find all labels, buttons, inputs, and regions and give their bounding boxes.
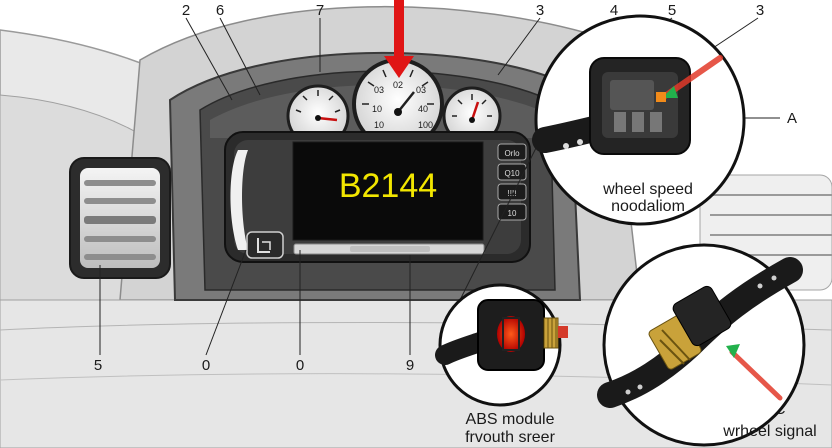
callout-number: 0	[296, 357, 304, 374]
callout-number: 0	[202, 357, 210, 374]
abs-caption-line2: frvouth sreer	[465, 429, 555, 446]
center-display: B2144	[224, 131, 531, 263]
abs-warning-light	[497, 316, 525, 352]
callout-number: 4	[610, 2, 618, 19]
side-button[interactable]: Orlo	[497, 143, 527, 161]
display-side-buttons: Orlo Q10 !!!! 10	[497, 143, 527, 221]
callout-number: 3	[536, 2, 544, 19]
callout-number: 2	[182, 2, 190, 19]
callout-letter: A	[787, 110, 797, 127]
green-arrow	[726, 344, 740, 358]
dtc-code: B2144	[339, 167, 437, 205]
tachometer-needle	[317, 116, 338, 122]
side-button[interactable]: !!!!	[497, 183, 527, 201]
left-air-vent	[69, 157, 171, 279]
speedo-tick-label: 100	[418, 120, 433, 130]
callout-number: 5	[94, 357, 102, 374]
side-button-label: Q10	[504, 169, 520, 178]
signal-detail-circle: wrheel signal	[597, 243, 817, 447]
speedo-tick-label: 10	[372, 104, 382, 114]
display-screen	[292, 141, 484, 241]
red-down-arrow	[384, 0, 414, 78]
home-button[interactable]	[246, 231, 284, 259]
callout-number: 6	[216, 2, 224, 19]
speedo-tick-label: 40	[418, 104, 428, 114]
side-button-label: Orlo	[504, 149, 520, 158]
abs-caption-line1: ABS module	[466, 411, 555, 428]
side-button[interactable]: Q10	[497, 163, 527, 181]
side-button-label: 10	[508, 209, 517, 218]
callout-number: 3	[756, 2, 764, 19]
abs-connector	[543, 317, 568, 349]
callout-number: 5	[668, 2, 676, 19]
signal-connector	[648, 285, 732, 370]
sensor-detail-circle: wheel speed noodaliom	[532, 14, 746, 226]
speedo-tick-label: 10	[374, 120, 384, 130]
return-icon	[257, 238, 270, 253]
callout-number: 9	[406, 357, 414, 374]
abs-detail-circle: ABS module frvouth sreer	[435, 283, 568, 446]
speedo-tick-label: 03	[374, 85, 384, 95]
callout-number: 7	[316, 2, 324, 19]
speedo-tick-label: 02	[393, 80, 403, 90]
fuel-needle	[470, 101, 480, 121]
speedometer-needle	[397, 91, 415, 113]
side-button-label: !!!!	[508, 189, 517, 198]
speedo-tick-label: 03	[416, 85, 426, 95]
sensor-caption-line1: wheel speed	[602, 181, 693, 198]
wheel-signal-caption: wrheel signal	[722, 423, 816, 440]
side-button[interactable]: 10	[497, 203, 527, 221]
display-side-trim	[230, 150, 248, 250]
sensor-caption-line2: noodaliom	[611, 198, 685, 215]
